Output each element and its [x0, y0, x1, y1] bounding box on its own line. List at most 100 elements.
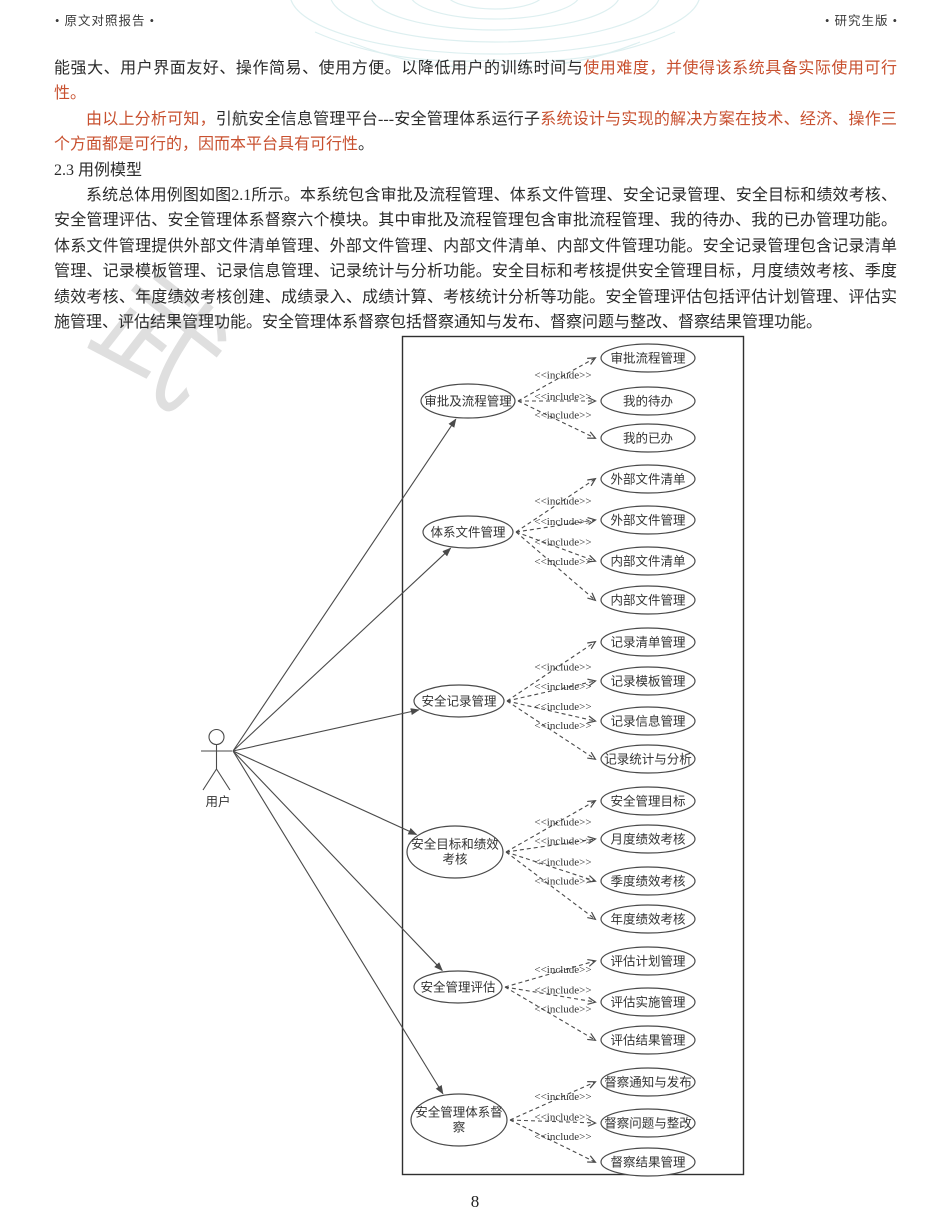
use-case-ellipse-sub [600, 987, 696, 1017]
use-case-ellipse-main [410, 1093, 508, 1147]
include-label: <<include>> [534, 817, 591, 829]
association-line [232, 708, 420, 752]
include-label: <<include>> [534, 836, 591, 848]
edition-label: • 研究生版 • [824, 14, 898, 28]
association-line [232, 750, 418, 835]
use-case-label: 安全管理评估 [420, 980, 495, 995]
include-label: <<include>> [534, 964, 591, 976]
use-case-ellipse-sub [600, 585, 696, 615]
use-case-label: 评估结果管理 [610, 1033, 686, 1048]
text-segment: 引航安全信息管理平台---安全管理体系运行子 [215, 110, 541, 128]
use-case-ellipse-sub [600, 423, 696, 453]
include-arrow [506, 700, 595, 721]
use-case-ellipse-sub [600, 1067, 696, 1097]
section-heading: 2.3 用例模型 [54, 158, 897, 183]
text-segment: 系统总体用例图如图2.1所示。本系统包含审批及流程管理、体系文件管理、安全记录管… [54, 187, 897, 332]
use-case-label: 体系文件管理 [430, 525, 506, 540]
include-arrow [505, 801, 595, 853]
include-label: <<include>> [534, 1112, 591, 1124]
use-case-label: 外部文件清单 [610, 472, 685, 487]
report-type-label: • 原文对照报告 • [55, 14, 156, 28]
include-label: <<include>> [534, 720, 591, 732]
use-case-label: 我的已办 [623, 431, 673, 446]
include-arrow [515, 520, 595, 533]
include-label: <<include>> [534, 537, 591, 549]
include-arrow [506, 642, 595, 702]
include-arrow [505, 851, 595, 919]
include-arrow [504, 986, 595, 1040]
use-case-ellipse-sub [600, 546, 696, 576]
use-case-label: 内部文件清单 [610, 554, 685, 569]
use-case-label: 我的待办 [623, 394, 673, 409]
include-label: <<include>> [534, 662, 591, 674]
include-arrow [517, 400, 595, 438]
text-segment: 。 [358, 136, 375, 154]
use-case-ellipse-sub [600, 744, 696, 774]
include-label: <<include>> [534, 1131, 591, 1143]
include-arrow [517, 358, 595, 402]
use-case-label: 督察结果管理 [610, 1155, 686, 1170]
use-case-ellipse-sub [600, 904, 696, 934]
include-arrow [505, 839, 595, 853]
use-case-label: 安全管理目标 [610, 794, 685, 809]
use-case-label: 评估计划管理 [610, 954, 686, 969]
diagram-border [401, 335, 745, 1176]
include-arrow [509, 1119, 595, 1162]
use-case-ellipse-sub [600, 505, 696, 535]
include-label: <<include>> [534, 556, 591, 568]
include-arrow [509, 1082, 595, 1121]
include-arrow [515, 531, 595, 600]
actor-leg [216, 768, 231, 791]
use-case-label: 外部文件管理 [610, 513, 686, 528]
actor-head [208, 728, 225, 746]
use-case-label: 安全目标和绩效 [411, 837, 499, 852]
use-case-label: 审批及流程管理 [424, 394, 512, 409]
use-case-label: 年度绩效考核 [610, 912, 686, 927]
use-case-label: 月度绩效考核 [610, 832, 686, 847]
use-case-label: 记录模板管理 [610, 674, 686, 689]
actor-leg [202, 768, 217, 791]
use-case-label: 考核 [442, 853, 468, 867]
use-case-ellipse-sub [600, 1147, 696, 1177]
use-case-ellipse-main [406, 825, 504, 879]
use-case-ellipse-sub [600, 946, 696, 976]
include-label: <<include>> [534, 681, 591, 693]
include-arrow [509, 1120, 595, 1123]
include-label: <<include>> [534, 1091, 591, 1103]
paragraph: 系统总体用例图如图2.1所示。本系统包含审批及流程管理、体系文件管理、安全记录管… [54, 183, 897, 335]
use-case-label: 安全管理体系督 [415, 1105, 503, 1120]
include-label: <<include>> [534, 370, 591, 382]
association-line [232, 547, 452, 752]
use-case-ellipse-sub [600, 824, 696, 854]
use-case-ellipse-sub [600, 343, 696, 373]
use-case-label: 安全记录管理 [421, 694, 497, 709]
use-case-ellipse-sub [600, 627, 696, 657]
text-segment: 系统设计与实现的解决方案在技术、经济、操作三个方面都是可行的，因而本平台具有可行… [54, 110, 897, 154]
include-arrow [515, 531, 595, 561]
include-arrow [506, 700, 595, 759]
include-label: <<include>> [534, 391, 591, 403]
paragraph: 能强大、用户界面友好、操作简易、使用方便。以降低用户的训练时间与使用难度，并使得… [54, 56, 897, 107]
include-arrow [506, 681, 595, 702]
use-case-label: 记录清单管理 [610, 635, 686, 650]
include-arrow [515, 479, 595, 533]
use-case-ellipse-main [413, 970, 503, 1004]
include-arrow [504, 961, 595, 988]
include-label: <<include>> [534, 496, 591, 508]
include-label: <<include>> [534, 985, 591, 997]
include-label: <<include>> [534, 876, 591, 888]
use-case-ellipse-sub [600, 386, 696, 416]
include-arrow [505, 851, 595, 881]
association-line [232, 418, 457, 752]
text-segment: 能强大、用户界面友好、操作简易、使用方便。以降低用户的训练时间与 [54, 60, 584, 77]
use-case-label: 督察问题与整改 [604, 1116, 692, 1131]
include-label: <<include>> [534, 857, 591, 869]
use-case-label: 记录统计与分析 [604, 753, 692, 767]
use-case-label: 季度绩效考核 [610, 874, 686, 889]
paragraph: 由以上分析可知，引航安全信息管理平台---安全管理体系运行子系统设计与实现的解决… [54, 107, 897, 158]
include-label: <<include>> [534, 1004, 591, 1016]
use-case-label: 记录信息管理 [610, 714, 686, 729]
use-case-ellipse-sub [600, 866, 696, 896]
